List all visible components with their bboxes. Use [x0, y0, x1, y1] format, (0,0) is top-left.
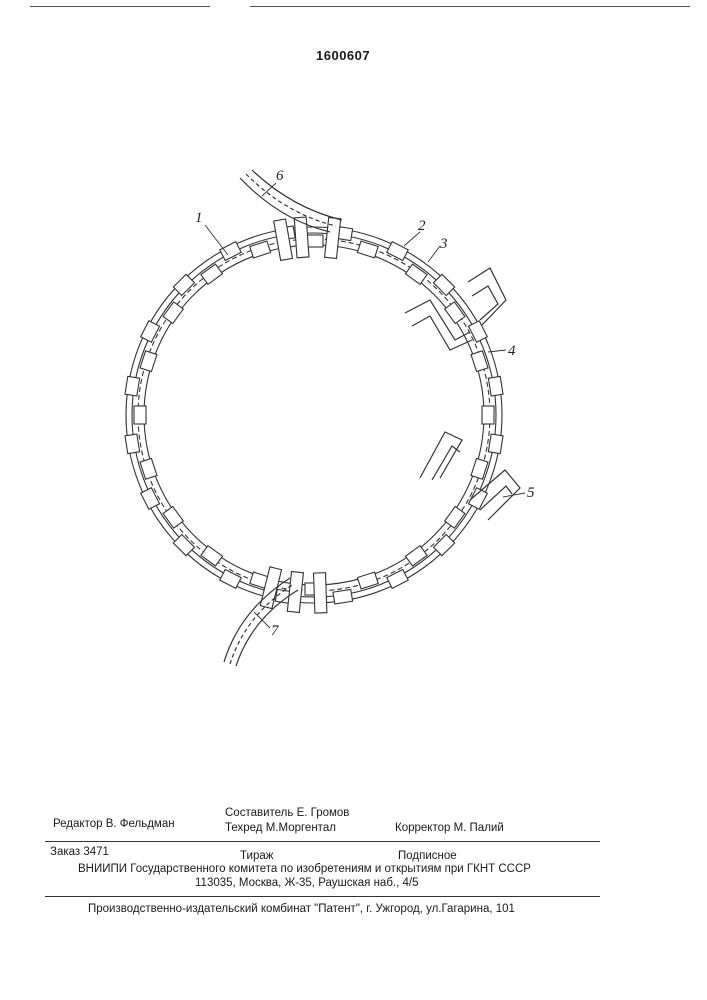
carrier-block — [482, 406, 494, 424]
carrier-block — [488, 434, 503, 454]
org-line: ВНИИПИ Государственного комитета по изоб… — [78, 863, 531, 875]
carrier-block — [445, 302, 465, 324]
label-5: 5 — [527, 485, 535, 501]
carrier-block — [433, 534, 454, 555]
ring-line — [138, 239, 490, 591]
editor-credit: Редактор В. Фельдман — [53, 818, 175, 830]
long-plate — [325, 217, 341, 258]
carrier-block — [173, 274, 194, 295]
carrier-block — [125, 434, 140, 454]
long-plate — [274, 219, 293, 260]
long-plate — [294, 217, 309, 258]
rule-top — [45, 841, 600, 842]
carrier-block — [173, 534, 194, 555]
carrier-block — [333, 589, 353, 604]
circulation-label: Тираж — [240, 850, 273, 862]
org-address: 113035, Москва, Ж-35, Раушская наб., 4/5 — [195, 877, 418, 889]
order-number: Заказ 3471 — [50, 846, 109, 858]
long-plate — [314, 573, 327, 613]
publisher-line: Производственно-издательский комбинат "П… — [88, 903, 515, 915]
carrier-block — [125, 376, 140, 396]
carrier-blocks — [125, 217, 503, 613]
label-1: 1 — [195, 210, 203, 226]
subscription-label: Подписное — [398, 850, 457, 862]
feed-track-6 — [240, 170, 342, 232]
corrector-credit: Корректор М. Палий — [395, 822, 504, 834]
label-4: 4 — [508, 343, 516, 359]
label-6: 6 — [276, 168, 284, 184]
carrier-block — [134, 406, 146, 424]
label-7: 7 — [271, 623, 280, 639]
gripper-station-5 — [420, 432, 520, 520]
label-2: 2 — [418, 218, 426, 234]
carrier-block — [488, 376, 503, 396]
compiler-credit: Составитель Е. Громов — [225, 807, 349, 819]
label-3: 3 — [439, 236, 448, 252]
ring-line — [144, 245, 484, 585]
techred-credit: Техред М.Моргентал — [225, 822, 336, 834]
carrier-block — [433, 274, 454, 295]
rule-middle — [45, 896, 600, 897]
